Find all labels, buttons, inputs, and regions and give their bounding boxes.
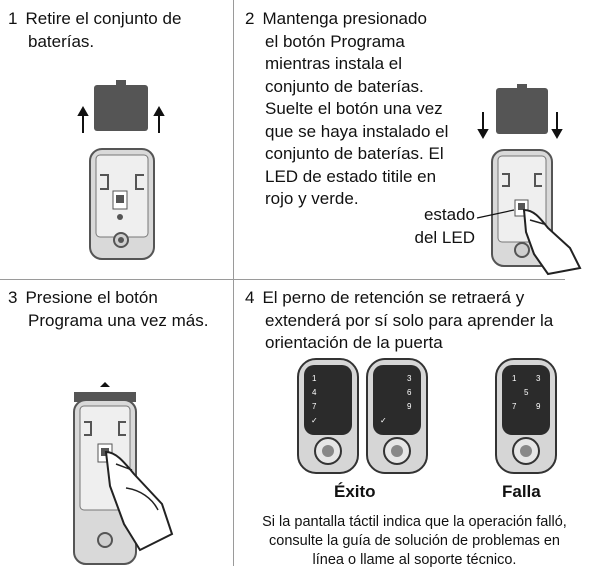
hand-pointing-icon: [522, 208, 582, 276]
step-2-number: 2: [245, 9, 255, 28]
keypad-failure: 1 3 5 7 9: [495, 358, 557, 474]
keypad-digit: 9: [536, 402, 541, 411]
keypad-digit: 1: [312, 374, 317, 383]
step-3-line-1: Presione el botón: [25, 288, 158, 307]
led-callout-line-1: estado: [423, 205, 475, 224]
failure-label: Falla: [502, 482, 541, 501]
keypad-digit: 9: [407, 402, 412, 411]
hand-pointing-icon: [104, 450, 174, 552]
battery-pack-icon: [94, 80, 148, 131]
arrow-up-icon: [77, 105, 165, 133]
note-line-2: consulte la guía de solución de problema…: [269, 533, 560, 549]
keypad-digit: ✓: [380, 416, 387, 425]
keypad-digit: 5: [524, 388, 529, 397]
keypad-digit: ✓: [311, 416, 318, 425]
step-4-line-2: extenderá por sí solo para aprender la: [265, 310, 554, 330]
step-2-line-6: que se haya instalado el: [265, 121, 449, 141]
step-3-illustration: [73, 382, 174, 565]
keypad-success-right: 3 6 9 ✓: [366, 358, 428, 474]
step-2-illustration: [476, 84, 582, 276]
lock-interior-icon: [89, 148, 155, 260]
troubleshoot-note: Si la pantalla táctil indica que la oper…: [234, 513, 595, 570]
step-4-line-3: orientación de la puerta: [265, 333, 443, 352]
arrow-down-icon: [477, 112, 563, 140]
led-callout-line: [476, 209, 515, 219]
step-2-line-7: conjunto de baterías. El: [265, 144, 444, 163]
vertical-divider: [233, 0, 234, 566]
step-2-line-3: mientras instala el: [265, 54, 403, 73]
led-callout-label: estado del LED: [413, 204, 475, 249]
keypad-digit: 4: [312, 388, 317, 397]
step-4-line-1: El perno de retención se retraerá y: [262, 288, 525, 307]
step-3-number: 3: [8, 288, 18, 307]
step-1-line-2: baterías.: [28, 31, 95, 51]
step-4-text: 4 El perno de retención se retraerá y ext…: [245, 287, 553, 355]
led-callout-line-2: del LED: [414, 227, 475, 247]
keypad-digit: 7: [312, 402, 317, 411]
step-2-line-5: Suelte el botón una vez: [265, 99, 443, 118]
lock-interior-icon: [73, 382, 137, 565]
note-line-1: Si la pantalla táctil indica que la oper…: [262, 514, 567, 530]
keypad-success-left: 1 4 7 ✓: [297, 358, 359, 474]
step-3-line-2: Programa una vez más.: [28, 310, 209, 330]
keypad-digit: 1: [512, 374, 517, 383]
battery-pack-icon: [496, 84, 548, 134]
step-2-line-2: el botón Programa: [265, 31, 405, 51]
step-2-line-4: conjunto de baterías.: [265, 76, 424, 96]
step-2-text: 2 Mantenga presionado el botón Programa m…: [245, 8, 448, 211]
step-1-number: 1: [8, 9, 18, 28]
step-2-line-9: rojo y verde.: [265, 189, 359, 208]
keypad-digit: 3: [407, 374, 412, 383]
step-1-line-1: Retire el conjunto de: [25, 9, 182, 28]
keypad-digit: 7: [512, 402, 517, 411]
keypad-digit: 3: [536, 374, 541, 383]
step-2-line-1: Mantenga presionado: [262, 9, 427, 28]
step-1-illustration: [77, 80, 165, 260]
success-label: Éxito: [334, 482, 376, 501]
note-line-3: línea o llame al soporte técnico.: [312, 552, 517, 568]
keypad-digit: 6: [407, 388, 412, 397]
step-1-text: 1 Retire el conjunto de baterías.: [8, 8, 181, 53]
step-2-line-8: LED de estado titile en: [265, 166, 437, 186]
horizontal-divider: [0, 279, 565, 280]
step-4-number: 4: [245, 288, 255, 307]
step-3-text: 3 Presione el botón Programa una vez más.: [8, 287, 208, 332]
